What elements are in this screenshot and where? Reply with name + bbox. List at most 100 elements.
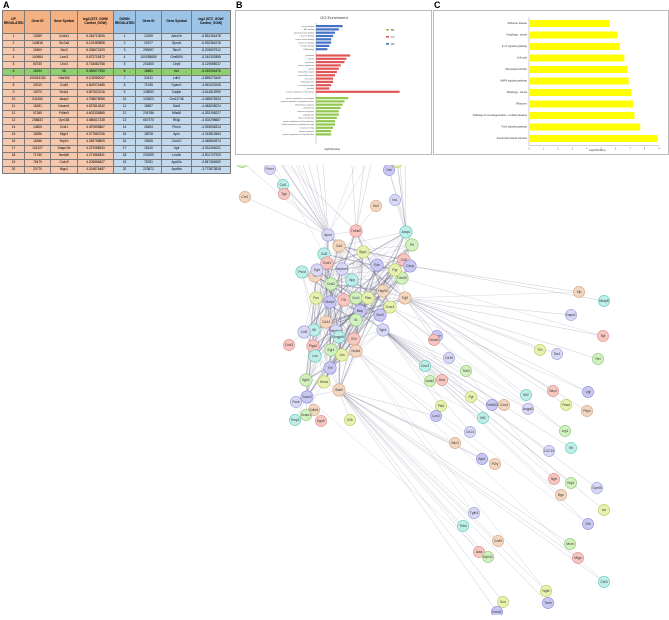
gene-node[interactable]: Cbr3 xyxy=(598,576,610,588)
gene-node-circle[interactable] xyxy=(405,238,419,252)
gene-node[interactable]: Itga5 xyxy=(315,415,327,427)
gene-node-circle[interactable] xyxy=(370,258,384,272)
gene-node-circle[interactable] xyxy=(349,224,363,238)
gene-node[interactable]: Plau xyxy=(361,291,375,305)
gene-node[interactable]: Acta xyxy=(473,546,485,558)
gene-node[interactable]: Sox9 xyxy=(373,308,387,322)
gene-node[interactable]: Ccnd xyxy=(498,399,510,411)
gene-node[interactable]: Cd44 xyxy=(319,315,333,329)
gene-node-circle[interactable] xyxy=(389,194,401,206)
gene-node[interactable]: Mmp2 xyxy=(323,295,337,309)
gene-node[interactable]: Arap1 xyxy=(399,225,413,239)
gene-node[interactable]: Cxcl9 xyxy=(492,535,504,547)
gene-node[interactable]: Pla2a3 xyxy=(236,156,248,168)
gene-node-circle[interactable] xyxy=(443,352,455,364)
gene-node-circle[interactable] xyxy=(323,361,337,375)
gene-node-circle[interactable] xyxy=(299,373,313,387)
gene-node[interactable]: Cnr1 xyxy=(239,191,251,203)
gene-node[interactable]: Klf2 xyxy=(520,389,532,401)
gene-node[interactable]: Syt xyxy=(597,330,609,342)
gene-node[interactable]: Gpr55 xyxy=(591,482,603,494)
gene-node-circle[interactable] xyxy=(582,518,594,530)
gene-node-circle[interactable] xyxy=(520,389,532,401)
gene-node-circle[interactable] xyxy=(323,295,337,309)
gene-node-circle[interactable] xyxy=(289,414,301,426)
gene-node-circle[interactable] xyxy=(388,263,402,277)
gene-node-circle[interactable] xyxy=(540,585,552,597)
gene-node[interactable]: Trem xyxy=(542,597,554,609)
gene-node[interactable]: Itgb2 xyxy=(299,373,313,387)
gene-node[interactable]: Apmt xyxy=(321,228,335,242)
gene-node-circle[interactable] xyxy=(335,348,349,362)
gene-node-circle[interactable] xyxy=(345,273,359,287)
gene-node-circle[interactable] xyxy=(572,552,584,564)
gene-node-circle[interactable] xyxy=(522,403,534,415)
gene-node[interactable]: Angpt2 xyxy=(522,403,534,415)
gene-node[interactable]: Lsr xyxy=(598,504,610,516)
gene-node[interactable]: Col3 xyxy=(297,325,311,339)
gene-node[interactable]: Jun xyxy=(335,348,349,362)
gene-node[interactable]: Ngfr xyxy=(548,473,560,485)
gene-node[interactable]: Fgf xyxy=(465,391,477,403)
gene-node[interactable]: Il1b xyxy=(344,414,356,426)
gene-node[interactable]: Cd4 xyxy=(332,239,346,253)
gene-node[interactable]: Sdc3 xyxy=(449,437,461,449)
gene-node[interactable]: Kcna2 xyxy=(491,606,503,618)
gene-node-circle[interactable] xyxy=(290,396,302,408)
gene-node[interactable]: Cxcr4 xyxy=(383,300,397,314)
gene-node[interactable]: Ngfb xyxy=(540,585,552,597)
gene-node[interactable]: Tnf xyxy=(323,361,337,375)
gene-node-circle[interactable] xyxy=(598,576,610,588)
gene-node-circle[interactable] xyxy=(399,225,413,239)
gene-node-circle[interactable] xyxy=(428,334,440,346)
gene-node[interactable]: Pgr xyxy=(388,263,402,277)
gene-node[interactable]: Cxcl2 xyxy=(324,277,338,291)
gene-node[interactable]: Bgn xyxy=(555,489,567,501)
gene-node-circle[interactable] xyxy=(376,284,390,298)
gene-node-circle[interactable] xyxy=(489,458,501,470)
gene-node[interactable]: Scn xyxy=(497,596,509,608)
gene-node-circle[interactable] xyxy=(324,343,338,357)
gene-node[interactable]: Pmcr xyxy=(264,163,276,175)
gene-node[interactable]: Timp2 xyxy=(289,414,301,426)
gene-node-circle[interactable] xyxy=(582,386,594,398)
gene-node-circle[interactable] xyxy=(565,442,577,454)
gene-node[interactable]: P2ry xyxy=(489,458,501,470)
gene-node-circle[interactable] xyxy=(419,360,431,372)
gene-node[interactable]: Pla2 xyxy=(435,400,447,412)
gene-node[interactable]: Acta2 xyxy=(424,375,436,387)
gene-node-circle[interactable] xyxy=(548,473,560,485)
gene-node[interactable]: Prl xyxy=(405,238,419,252)
gene-node[interactable]: Pdyn xyxy=(581,405,593,417)
gene-node-circle[interactable] xyxy=(543,445,555,457)
gene-node[interactable]: Lcn2 xyxy=(430,410,442,422)
gene-node-circle[interactable] xyxy=(370,200,382,212)
gene-node[interactable]: Ccn1 xyxy=(349,291,363,305)
gene-node[interactable]: Col1 xyxy=(277,179,289,191)
gene-node[interactable]: Irs1 xyxy=(389,194,401,206)
gene-node[interactable]: Lox xyxy=(308,349,322,363)
gene-node[interactable]: Spp1 xyxy=(356,245,370,259)
gene-node-circle[interactable] xyxy=(332,330,346,344)
gene-node-circle[interactable] xyxy=(373,308,387,322)
gene-node[interactable]: Rrad xyxy=(560,399,572,411)
gene-node[interactable]: Vgf xyxy=(582,386,594,398)
gene-node-circle[interactable] xyxy=(309,291,323,305)
gene-node[interactable]: Stat3 xyxy=(332,383,346,397)
gene-node-circle[interactable] xyxy=(534,344,546,356)
gene-node-circle[interactable] xyxy=(555,489,567,501)
gene-node[interactable]: Tgfb3 xyxy=(468,507,480,519)
gene-node[interactable]: Npy xyxy=(345,273,359,287)
gene-node[interactable]: Mcm xyxy=(564,538,576,550)
gene-node[interactable]: Mmp8 xyxy=(598,295,610,307)
gene-node-circle[interactable] xyxy=(361,291,375,305)
gene-node-circle[interactable] xyxy=(498,399,510,411)
gene-node[interactable]: Nr4a1 xyxy=(349,344,363,358)
gene-node-circle[interactable] xyxy=(592,353,604,365)
gene-node-circle[interactable] xyxy=(424,375,436,387)
gene-node[interactable]: Tac1 xyxy=(551,348,563,360)
gene-node[interactable]: Dapk2 xyxy=(565,309,577,321)
gene-node[interactable]: Tnfrsf12 xyxy=(486,399,498,411)
gene-node-circle[interactable] xyxy=(597,330,609,342)
gene-node-circle[interactable] xyxy=(457,520,469,532)
